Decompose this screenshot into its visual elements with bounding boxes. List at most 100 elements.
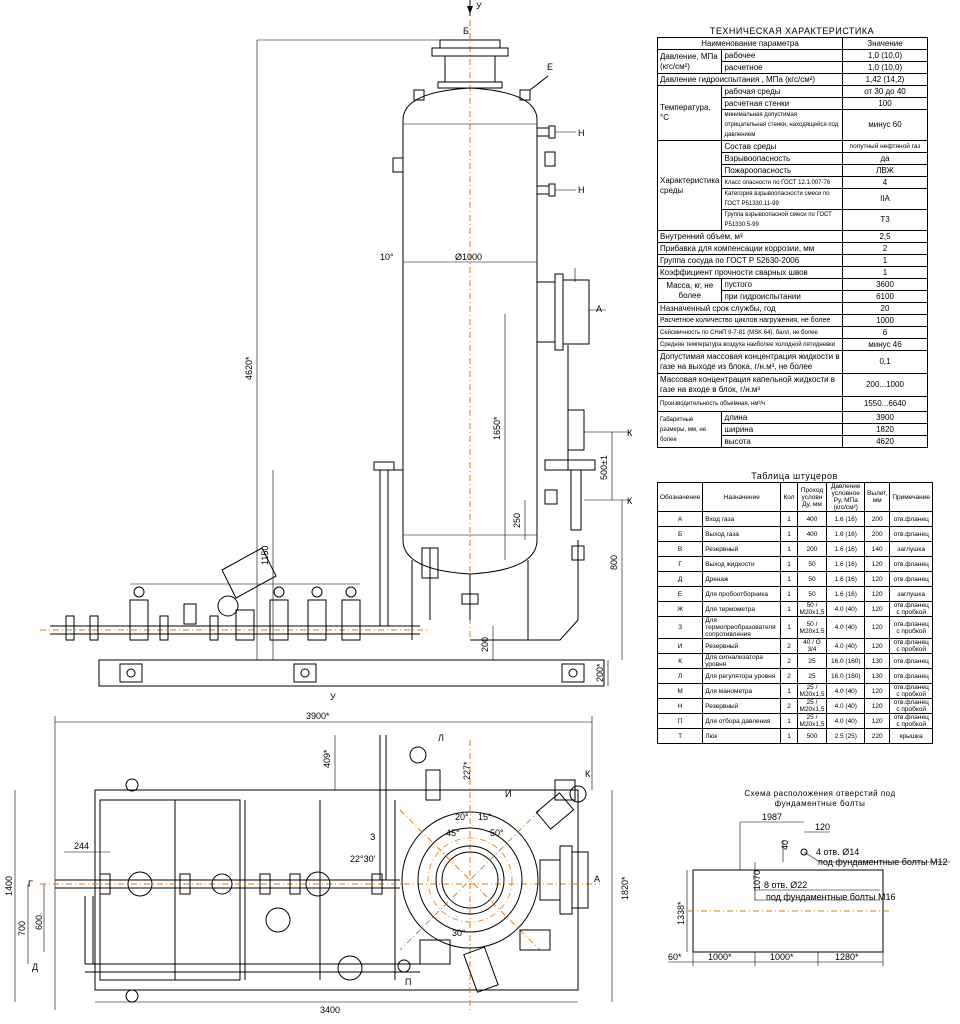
nozzle-cell: 1.6 (16) [826,586,866,602]
nozzle-cell: 1 [780,526,798,542]
nozzle-cell: 120 [864,683,891,699]
spec-cell: Средняя температура воздуха наиболее хол… [657,338,843,351]
nozzle-cell: Л [656,668,704,684]
view-label-top: У [476,1,482,11]
dim-1400: 1400 [4,876,14,896]
hole-dim-120: 120 [815,822,830,832]
nozzle-cell: 1 [780,541,798,557]
nozzle-cell: 25 / М20х1,5 [796,683,828,699]
spec-cell: Назначенный срок службы, год [657,302,843,315]
mark-a: А [596,304,602,314]
nozzle-cell: 25 [796,668,828,684]
nozzle-cell: 2 [780,668,798,684]
nozzle-cell: отв.фланец с пробкой [889,683,933,699]
spec-env: Характеристика среды [656,140,723,231]
nozzle-cell: отв.фланец с пробкой [889,601,933,617]
spec-cell: Пожароопасность [721,164,843,177]
nozzle-cell: отв.фланец [889,511,933,527]
nozzle-head: Кол [780,482,798,512]
nozzle-cell: Для пробоотборника [702,586,782,602]
holes-title: Схема расположения отверстий под фундаме… [744,789,896,808]
nozzle-cell: 1.6 (16) [826,541,866,557]
spec-cell: 4 [842,176,928,189]
nozzle-cell: 4.0 (40) [826,683,866,699]
dim-3400: 3400 [320,1005,340,1015]
spec-cell: 0,1 [842,350,928,374]
spec-cell: ЛВЖ [842,164,928,177]
dim-244: 244 [74,841,89,851]
spec-cell: 100 [842,97,928,110]
dim-409: 409* [322,749,332,768]
hole-dim-1280: 1280* [835,952,859,962]
spec-cell: Категория взрывоопасности смеси по ГОСТ … [721,188,843,210]
mark-b: Б [463,26,469,36]
dim-500: 500±1 [599,455,609,480]
nozzle-cell: 2 [780,653,798,669]
nozzle-cell: 400 [796,526,828,542]
nozzle-cell: 25 / М20х1,5 [796,713,828,729]
nozzle-cell: 1 [780,683,798,699]
spec-cell: 1550...6640 [842,396,928,412]
nozzle-cell: Выход газа [702,526,782,542]
nozzle-cell: отв.фланец [889,668,933,684]
nozzle-cell: 1.6 (16) [826,511,866,527]
plan-mark-d: Д [32,962,38,972]
holes-scheme: 1987 120 40 1070 4 отв. Ø14 под фундамен… [668,812,950,966]
nozzle-cell: Для отбора давления [702,713,782,729]
dim-1650: 1650* [492,416,502,440]
spec-cell: Группа сосуда по ГОСТ Р 52630-2006 [657,254,843,267]
spec-dims: Габаритные размеры, мм, не более [656,411,723,448]
nozzle-cell: Резервный [702,638,782,654]
nozzle-cell: отв.фланец с пробкой [889,616,933,639]
mark-n2: Н [578,185,585,195]
spec-head-param: Наименование параметра [657,37,843,50]
spec-cell: 3600 [842,278,928,291]
mark-k1: К [627,428,633,438]
nozzle-cell: 4.0 (40) [826,616,866,639]
spec-cell: 1,0 (10,0) [842,49,928,62]
nozzle-cell: 25 / М20х1,5 [796,698,828,714]
nozzle-cell: 120 [864,586,891,602]
nozzle-cell: 1.6 (16) [826,556,866,572]
dim-1150: 1150 [260,546,270,565]
spec-cell: IIA [842,188,928,210]
spec-cell: 20 [842,302,928,315]
dim-200b: 200* [595,663,605,682]
spec-cell: Сейсмичность по СНиП II-7-81 (MSK 64), б… [657,326,843,339]
nozzle-cell: 4.0 (40) [826,638,866,654]
nozzle-cell: 1 [780,713,798,729]
spec-cell: Внутренний объем, м³ [657,230,843,243]
dim-250: 250 [512,513,522,528]
dim-angle: 10° [380,252,394,262]
nozzle-cell: 220 [864,728,891,744]
nozzle-cell: 40 / G 3/4 [796,638,828,654]
nozzle-cell: 50 / М20х1,5 [796,616,828,639]
spec-cell: минус 60 [842,109,928,141]
nozzle-head: Давление условное Ру, МПа (кгс/см²) [826,482,866,512]
spec-cell: расчетная стенки [721,97,843,110]
dim-diameter: Ø1000 [455,252,482,262]
nozzle-cell: 1 [780,586,798,602]
nozzle-cell: К [656,653,704,669]
plan-mark-g: Г [28,879,33,889]
spec-cell: 1,0 (10,0) [842,61,928,74]
nozzle-cell: 200 [864,526,891,542]
dim-3900: 3900* [306,711,330,721]
nozzle-cell: отв.фланец [889,526,933,542]
nozzle-cell: В [656,541,704,557]
nozzle-cell: заглушка [889,586,933,602]
angle-20: 20° [455,812,469,822]
nozzle-cell: 50 [796,556,828,572]
hole-spec-2b: под фундаментные болты М16 [766,892,896,902]
nozzle-cell: Д [656,571,704,587]
spec-cell: Т3 [842,209,928,231]
plan-mark-p: П [405,977,411,987]
